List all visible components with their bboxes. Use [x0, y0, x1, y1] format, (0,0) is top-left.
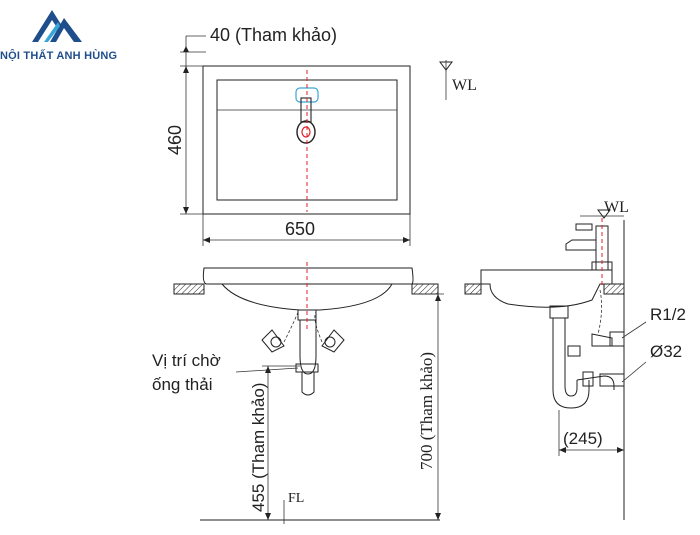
- d32-label: Ø32: [650, 342, 682, 361]
- dim-top-ref: 40 (Tham khảo): [210, 25, 337, 45]
- angle-valve-right-icon: [314, 311, 345, 353]
- brand-name: NỘI THẤT ANH HÙNG: [0, 50, 118, 62]
- counter-right: [411, 283, 439, 295]
- angle-valve-left-icon: [261, 311, 299, 353]
- faucet-side-icon: [565, 223, 613, 271]
- top-view: 40 (Tham khảo) 460 650 WL: [165, 25, 477, 246]
- wl-label-side: WL: [604, 199, 629, 216]
- drain-label-line1: Vị trí chờ: [152, 351, 221, 370]
- r12-label: R1/2: [650, 305, 686, 324]
- basin-outer-outline: [202, 65, 411, 215]
- dim-455: 455 (Tham khảo): [249, 383, 268, 512]
- side-view: WL R1/2 Ø32 (245): [464, 199, 686, 520]
- drain-label-line2: ống thải: [152, 375, 213, 394]
- front-view: Vị trí chờ ống thải 455 (Tham khảo) FL 7…: [152, 262, 444, 524]
- fl-label: FL: [288, 491, 304, 506]
- wl-label-top: WL: [452, 77, 477, 94]
- dim-side-offset: (245): [563, 429, 603, 448]
- mountain-logo-icon: [32, 10, 82, 42]
- dim-depth: 460: [165, 125, 185, 155]
- dim-width: 650: [285, 219, 315, 239]
- supply-r12: [609, 331, 625, 347]
- counter-left: [173, 283, 205, 295]
- dim-700: 700 (Tham khảo): [417, 352, 436, 470]
